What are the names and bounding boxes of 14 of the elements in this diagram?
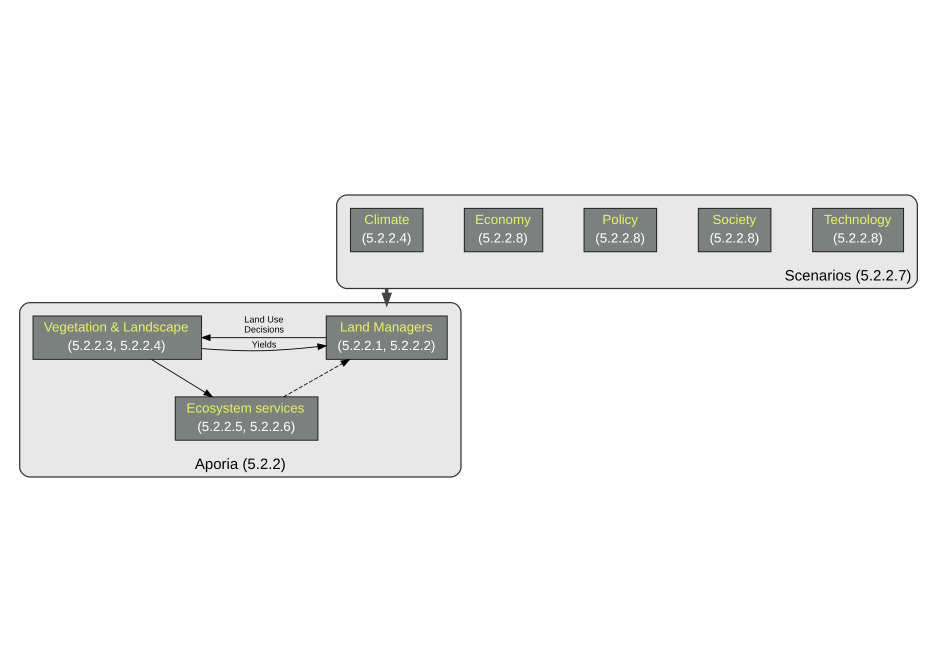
node-box: Climate (5.2.2.4): [349, 207, 424, 252]
node-box: Economy (5.2.2.8): [463, 207, 543, 252]
node-box: Society (5.2.2.8): [697, 207, 771, 252]
node-box: Vegetation & Landscape (5.2.2.3, 5.2.2.4): [32, 314, 202, 360]
arrow: [282, 358, 350, 397]
edge-label: Yields: [251, 339, 276, 350]
node-box: Technology (5.2.2.8): [812, 207, 904, 252]
node-box: Land Managers (5.2.2.1, 5.2.2.2): [325, 314, 448, 360]
node-box: Ecosystem services (5.2.2.5, 5.2.2.6): [174, 396, 318, 440]
arrow: [150, 358, 213, 397]
arrow: [200, 334, 326, 341]
edge-label: Land Use Decisions: [244, 314, 284, 334]
arrow: [200, 342, 327, 351]
node-box: Policy (5.2.2.8): [583, 207, 657, 252]
